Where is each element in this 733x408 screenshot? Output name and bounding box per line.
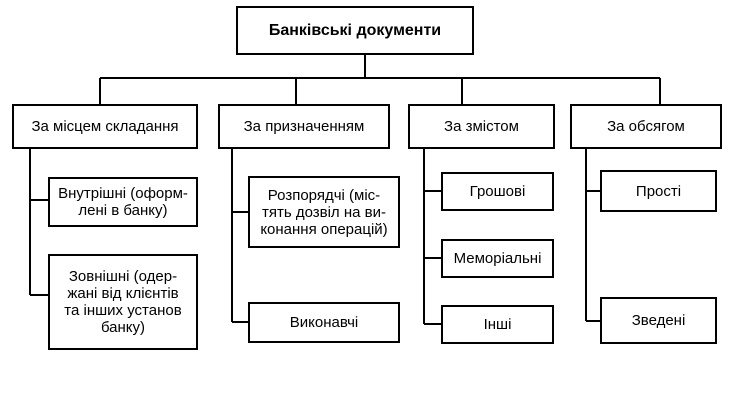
item-consolidated: Зведені [600, 297, 717, 344]
root-node: Банківські документи [236, 6, 474, 55]
item-memorial: Меморіальні [441, 239, 554, 278]
category-content: За змістом [408, 104, 555, 149]
item-executive: Виконавчі [248, 302, 400, 343]
category-volume: За обсягом [570, 104, 722, 149]
item-administrative: Розпорядчі (міс- тять дозвіл на ви- кона… [248, 176, 400, 248]
category-purpose: За призначенням [218, 104, 390, 149]
category-location: За місцем складання [12, 104, 198, 149]
item-internal: Внутрішні (оформ- лені в банку) [48, 177, 198, 227]
item-external: Зовнішні (одер- жані від клієнтів та інш… [48, 254, 198, 350]
item-other: Інші [441, 305, 554, 344]
item-monetary: Грошові [441, 172, 554, 211]
item-simple: Прості [600, 170, 717, 212]
